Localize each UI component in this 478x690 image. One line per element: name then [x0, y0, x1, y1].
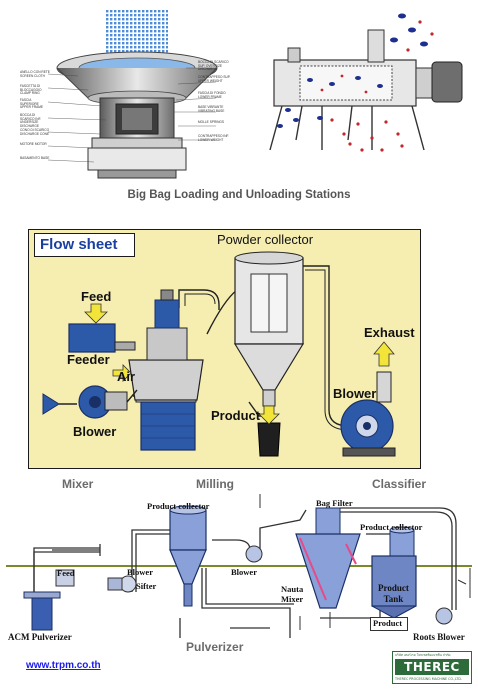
- blower-left-label: Blower: [73, 424, 117, 439]
- pulverizer-caption: Pulverizer: [186, 640, 244, 654]
- right-callout-5: MOLLE SPRINGS: [198, 120, 225, 124]
- right-callout-6: CONTRAPPESO INF. LOWER WEIGHT: [198, 134, 229, 142]
- milling-caption: Milling: [196, 477, 234, 491]
- roots-blower-label: Roots Blower: [413, 632, 465, 642]
- right-callout-4: BASE VIBRANTE VIBRATING BASE: [198, 105, 225, 113]
- powder-collector-label: Powder collector: [217, 232, 314, 247]
- nauta-mixer-label: Nauta Mixer: [281, 584, 304, 604]
- feed-label: Feed: [81, 289, 112, 304]
- therec-logo: บริษัท เทอร์เรค โพรเซสซิ่งแมชชีน จำกัด T…: [392, 651, 472, 684]
- logo-thai-text: บริษัท เทอร์เรค โพรเซสซิ่งแมชชีน จำกัด: [395, 653, 451, 657]
- left-callout-1: ANELLO CON RETE SCREEN CLOTH: [20, 70, 50, 78]
- exhaust-label: Exhaust: [364, 325, 415, 340]
- blower-right-label: Blower: [333, 386, 377, 401]
- blower-2-label: Blower: [231, 567, 257, 577]
- bag-filter-label: Bag Filter: [316, 498, 353, 508]
- flow-sheet-panel: Flow sheet Feed Feeder Air Blower Powder…: [28, 229, 421, 469]
- logo-subtext: THEREC PROCESSING MACHINE CO.,LTD.: [395, 677, 463, 681]
- sifter-label: Sifter: [136, 581, 157, 591]
- left-callout-2: FASCETTA DI BLOCCAGGIO CLAMP RING: [20, 84, 42, 96]
- flow-sheet-title-box: [34, 233, 135, 257]
- left-callout-4: BOCCA DI SCARICO INF. UNDERSIZE DISCHARG…: [20, 113, 42, 128]
- plant-product-box: [370, 617, 408, 631]
- product-collector-1-label: Product collector: [147, 501, 210, 511]
- website-link[interactable]: www.trpm.co.th: [26, 660, 101, 671]
- air-label: Air: [117, 369, 136, 384]
- classifier-caption: Classifier: [372, 477, 427, 491]
- logo-name-band: [395, 659, 469, 675]
- acm-pulverizer-label: ACM Pulverizer: [8, 632, 72, 642]
- mixer-caption: Mixer: [62, 477, 94, 491]
- sieve-illustration-left: ANELLO CON RETE SCREEN CLOTH FASCETTA DI…: [18, 6, 233, 184]
- flow-sheet-title: Flow sheet: [40, 236, 118, 253]
- blower-1-label: Blower: [127, 567, 153, 577]
- big-bag-caption: Big Bag Loading and Unloading Stations: [127, 189, 351, 201]
- plant-feed-label: Feed: [57, 568, 75, 578]
- right-callout-1: BOCCA DI SCARICO SUP. OVERSIZE DISCHARGE: [198, 60, 229, 72]
- left-callout-7: BASAMENTO BASE: [20, 156, 50, 160]
- product-tank-label: Product Tank: [378, 583, 409, 604]
- right-callout-2: CONTRAPPESO SUP. UPPER WEIGHT: [198, 75, 231, 83]
- left-callout-3: FASCIA SUPERIORE UPPER FRAME: [20, 98, 44, 110]
- plant-diagram: Product collector Feed Blower Sifter Blo…: [0, 488, 478, 646]
- product-label: Product: [211, 408, 261, 423]
- left-callout-5: CONO DI SCARICO DISCHARGE CONE: [20, 128, 50, 136]
- feeder-label: Feeder: [67, 352, 110, 367]
- right-callout-3: FASCIA DI FONDO LOWER FRAME: [198, 91, 226, 99]
- product-collector-2-label: Product collector: [360, 522, 423, 532]
- logo-name: THEREC: [404, 660, 460, 674]
- plant-product-label: Product: [373, 618, 403, 628]
- sieve-illustration-right: [262, 10, 472, 160]
- left-callout-6: MOTORE MOTOR: [20, 142, 47, 146]
